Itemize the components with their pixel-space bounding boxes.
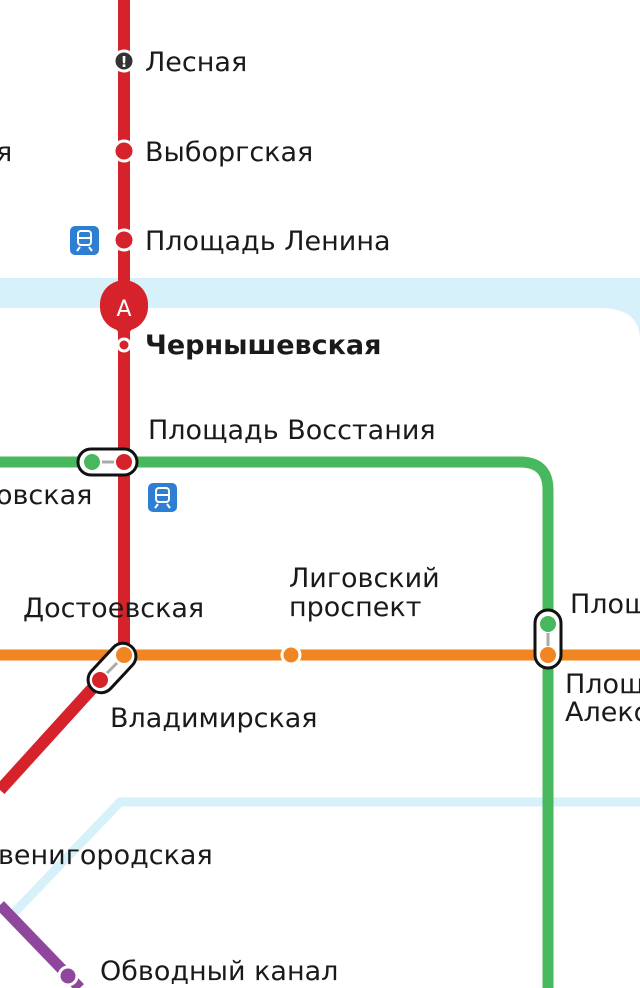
station-obvodny-kanal[interactable]: Обводный канал bbox=[57, 956, 338, 987]
transfer-dostoevskaya-vladimirskaya[interactable] bbox=[83, 638, 142, 698]
station-chernyshevskaya[interactable]: Чернышевская bbox=[116, 330, 382, 361]
station-label: Лиговский bbox=[289, 563, 440, 594]
station-label-ploshchad-vosstaniya[interactable]: Площадь Восстания bbox=[148, 415, 436, 446]
suburban-train-icon bbox=[70, 226, 99, 255]
river-corner bbox=[600, 308, 640, 340]
station-label: Лесная bbox=[145, 47, 247, 78]
map-pin-a-icon[interactable]: A bbox=[100, 280, 148, 338]
station-label-vladimirskaya[interactable]: Владимирская bbox=[110, 703, 318, 734]
station-label: Выборгская bbox=[145, 137, 313, 168]
route-marker-label: A bbox=[116, 297, 131, 322]
station-label-mayakovskaya[interactable]: овская bbox=[0, 480, 92, 511]
station-vyborgskaya[interactable]: Выборгская bbox=[112, 137, 313, 168]
station-ploshchad-lenina[interactable]: Площадь Ленина bbox=[112, 226, 391, 257]
station-lesnaya[interactable]: ! Лесная bbox=[112, 47, 247, 78]
exclamation-icon: ! bbox=[121, 53, 128, 71]
station-label-pl-al-nevskogo-2-line2[interactable]: Алекс bbox=[565, 697, 640, 728]
river-top bbox=[0, 278, 640, 308]
transfer-ploshchad-vosstaniya[interactable] bbox=[76, 447, 139, 477]
station-ligovsky-prospekt[interactable]: Лиговский проспект bbox=[280, 563, 440, 666]
line-green bbox=[0, 456, 554, 988]
station-label-zvenigorodskaya[interactable]: венигородская bbox=[0, 840, 213, 871]
transfer-ploshchad-aleksandra-nevskogo[interactable] bbox=[533, 608, 563, 670]
station-label-partial[interactable]: я bbox=[0, 137, 12, 168]
station-label-pl-al-nevskogo-1[interactable]: Площ bbox=[570, 589, 640, 620]
river-bottom bbox=[8, 797, 640, 919]
station-label: Чернышевская bbox=[145, 330, 382, 361]
station-label-pl-al-nevskogo-2[interactable]: Площ bbox=[565, 669, 640, 700]
station-label: проспект bbox=[289, 592, 421, 623]
station-label: Обводный канал bbox=[100, 956, 338, 987]
station-label: Площадь Ленина bbox=[145, 226, 391, 257]
suburban-train-icon bbox=[148, 483, 177, 512]
station-label-dostoevskaya[interactable]: Достоевская bbox=[23, 593, 204, 624]
